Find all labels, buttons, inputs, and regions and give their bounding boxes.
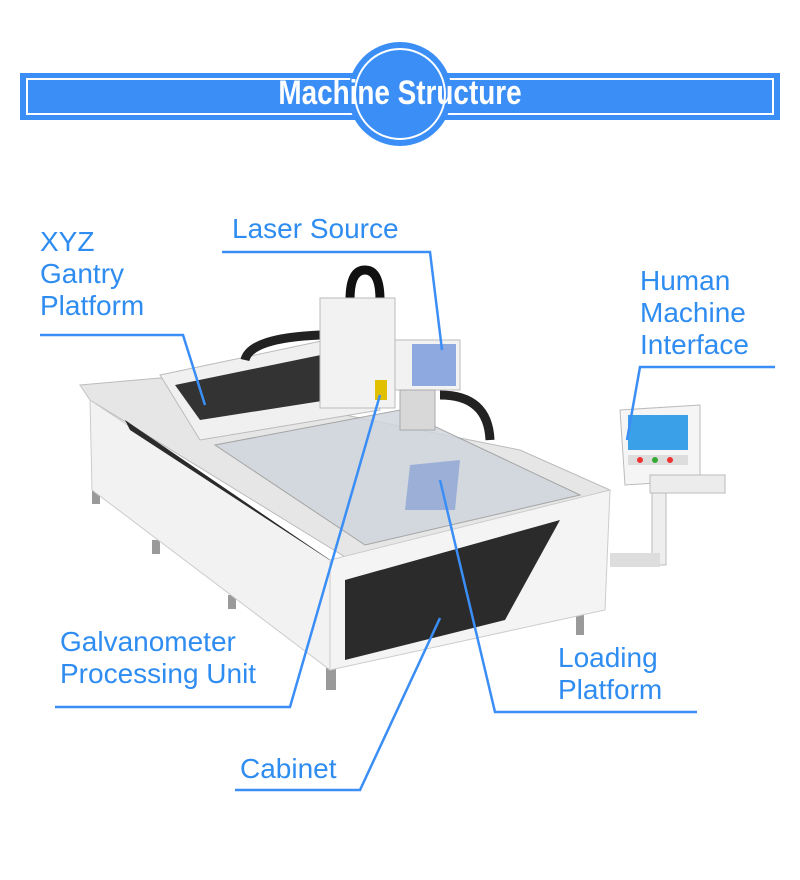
label-line: Platform bbox=[40, 290, 145, 321]
label-line: Machine bbox=[640, 297, 746, 328]
leader-lines bbox=[40, 250, 775, 792]
label-line: Loading bbox=[558, 642, 658, 673]
label-line: Gantry bbox=[40, 258, 125, 289]
title-oval bbox=[348, 42, 452, 146]
label-line: Galvanometer bbox=[60, 626, 236, 657]
loading-platform-glass bbox=[213, 409, 582, 546]
label-loading-platform: Loading Platform bbox=[558, 642, 662, 706]
label-line: Processing Unit bbox=[60, 658, 257, 689]
label-line: XYZ bbox=[40, 226, 95, 257]
label-galvanometer-processing-unit: Galvanometer Processing Unit bbox=[60, 626, 256, 690]
label-cabinet: Cabinet bbox=[240, 753, 337, 784]
label-line: Platform bbox=[558, 674, 663, 705]
label-line: Interface bbox=[640, 329, 749, 360]
label-line: Human bbox=[640, 265, 731, 296]
machine-feet bbox=[92, 490, 584, 690]
label-human-machine-interface: Human Machine Interface bbox=[640, 265, 749, 361]
page-title: Machine Structure bbox=[278, 74, 522, 112]
label-xyz-gantry-platform: XYZ Gantry Platform bbox=[40, 226, 144, 322]
label-laser-source: Laser Source bbox=[232, 213, 399, 244]
